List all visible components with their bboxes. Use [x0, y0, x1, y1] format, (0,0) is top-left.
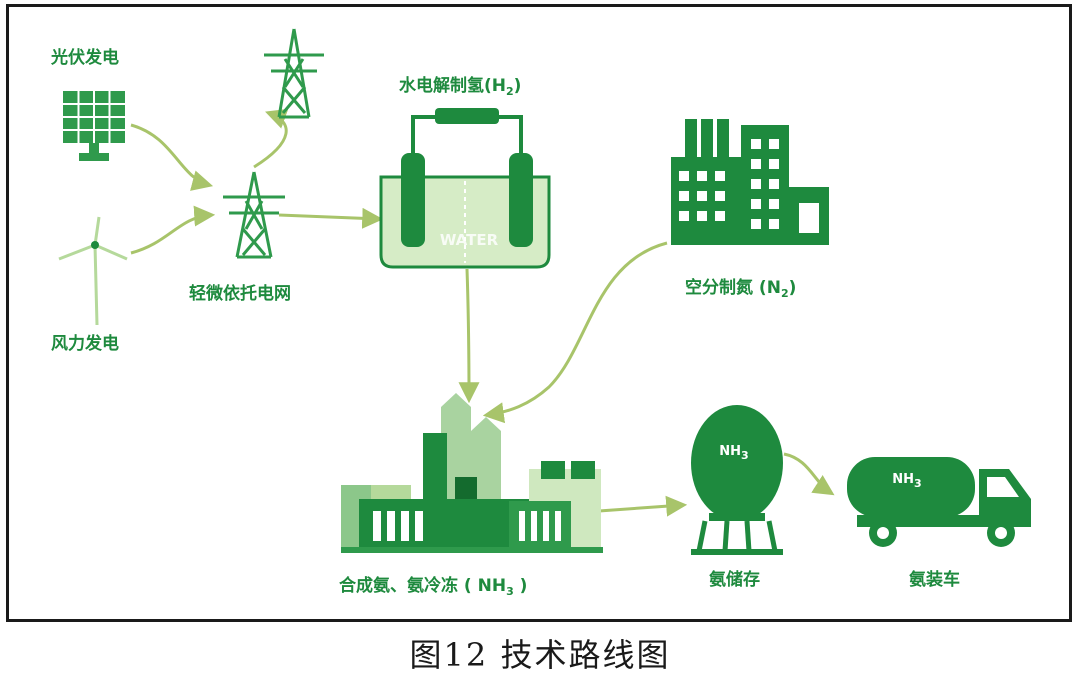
- arrow-grid-to-tower: [254, 113, 286, 167]
- label-air-separation-paren-open: (: [753, 278, 767, 298]
- label-air-separation-formula-sub: 2: [781, 287, 789, 300]
- label-air-separation: 空分制氮 (N2): [685, 277, 796, 300]
- label-electrolysis-paren-close: ): [514, 76, 522, 96]
- technology-route-diagram: WATER: [9, 7, 1069, 619]
- transmission-tower-icon-top: [264, 29, 324, 117]
- label-synthesis: 合成氨、氨冷冻 ( NH3 ): [339, 575, 527, 598]
- label-air-separation-formula: N: [767, 278, 781, 298]
- label-electrolysis-formula: H: [492, 76, 506, 96]
- label-electrolysis: 水电解制氢(H2): [399, 75, 521, 98]
- diagram-frame: WATER: [6, 4, 1072, 622]
- label-electrolysis-text: 水电解制氢: [399, 75, 484, 96]
- label-synthesis-paren-close: ): [514, 576, 528, 596]
- label-storage: 氨储存: [709, 569, 760, 590]
- ammonia-tanker-truck-icon: NH3: [847, 457, 1031, 547]
- label-electrolysis-formula-sub: 2: [506, 85, 514, 98]
- truck-nh3-sub: 3: [914, 477, 922, 490]
- truck-nh3-main: NH: [892, 472, 914, 487]
- label-synthesis-formula-sub: 3: [506, 585, 514, 598]
- electrolysis-tank-icon: WATER: [381, 108, 549, 267]
- label-wind: 风力发电: [51, 333, 119, 354]
- label-synthesis-formula: NH: [478, 576, 506, 596]
- arrow-wind-to-grid: [131, 215, 211, 253]
- arrow-electrolysis-to-synthesis: [467, 269, 469, 399]
- solar-panel-icon: [63, 91, 125, 161]
- water-label: WATER: [440, 231, 499, 249]
- arrow-pv-to-grid: [131, 125, 209, 185]
- storage-nh3-sub: 3: [741, 449, 749, 462]
- figure-caption: 图12 技术路线图: [0, 630, 1080, 676]
- transmission-tower-icon-grid: [223, 172, 285, 257]
- label-air-separation-text: 空分制氮: [685, 277, 753, 298]
- label-truck: 氨装车: [909, 569, 960, 590]
- ammonia-storage-tank-icon: NH3: [691, 405, 783, 555]
- label-air-separation-paren-close: ): [789, 278, 797, 298]
- label-pv: 光伏发电: [50, 47, 119, 68]
- air-separation-factory-icon: [671, 119, 829, 245]
- arrow-synthesis-to-storage: [599, 505, 683, 511]
- label-electrolysis-paren-open: (: [484, 76, 492, 96]
- arrow-airsep-to-synthesis: [487, 243, 667, 415]
- wind-turbine-icon: [59, 217, 127, 325]
- label-synthesis-text: 合成氨、氨冷冻: [339, 575, 458, 596]
- arrow-storage-to-truck: [784, 454, 831, 493]
- label-grid: 轻微依托电网: [189, 283, 291, 304]
- arrow-grid-to-electrolysis: [279, 215, 379, 219]
- ammonia-synthesis-plant-icon: [341, 393, 603, 553]
- storage-nh3-main: NH: [719, 444, 741, 459]
- label-synthesis-paren-open: (: [458, 576, 478, 596]
